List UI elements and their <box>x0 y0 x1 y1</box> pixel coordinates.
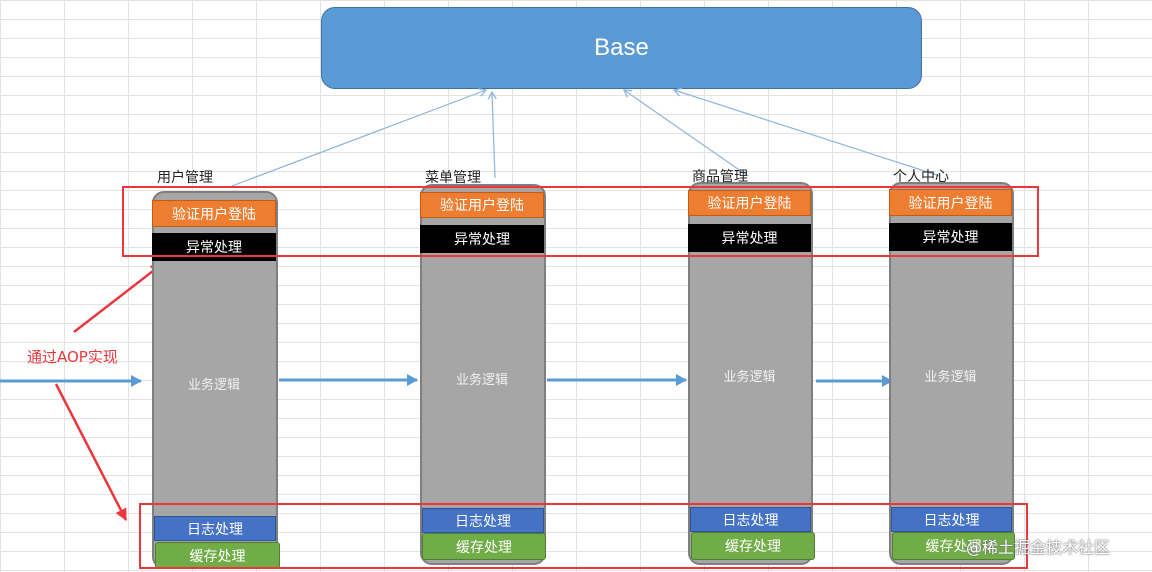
log-bar-product: 日志处理 <box>690 507 811 532</box>
auth-label: 验证用户登陆 <box>908 195 993 212</box>
module-title-user: 用户管理 <box>157 170 213 186</box>
highlight-box-top <box>122 186 1039 257</box>
log-label: 日志处理 <box>187 521 243 538</box>
module-title-profile: 个人中心 <box>893 169 949 185</box>
aop-arrow-down <box>54 383 128 521</box>
log-bar-user: 日志处理 <box>154 516 276 541</box>
highlight-box-bottom <box>139 503 1028 569</box>
cache-bar-product: 缓存处理 <box>691 532 815 560</box>
module-title-product: 商品管理 <box>692 169 748 185</box>
exception-label: 异常处理 <box>721 231 778 247</box>
auth-bar-menu: 验证用户登陆 <box>420 192 544 218</box>
auth-label: 验证用户登陆 <box>707 196 792 212</box>
exception-label: 异常处理 <box>922 230 979 246</box>
cache-label: 缓存处理 <box>456 539 512 556</box>
module-title-menu: 菜单管理 <box>425 170 481 186</box>
exception-label: 异常处理 <box>186 240 242 256</box>
auth-bar-profile: 验证用户登陆 <box>889 189 1012 216</box>
exception-bar-profile: 异常处理 <box>889 223 1012 251</box>
auth-bar-product: 验证用户登陆 <box>688 190 811 216</box>
base-label: Base <box>594 34 649 61</box>
watermark-text: @稀土掘金技术社区 <box>966 538 1111 557</box>
inherit-line-4 <box>672 87 941 177</box>
inherit-line-3 <box>622 89 749 177</box>
business-logic-menu: 业务逻辑 <box>455 373 508 388</box>
base-box: Base <box>321 7 922 89</box>
log-label: 日志处理 <box>722 512 779 529</box>
auth-label: 验证用户登陆 <box>172 206 256 223</box>
inherit-line-1 <box>231 88 488 187</box>
auth-label: 验证用户登陆 <box>440 198 524 214</box>
auth-bar-user: 验证用户登陆 <box>152 200 276 227</box>
business-logic-profile: 业务逻辑 <box>924 370 977 385</box>
cache-label: 缓存处理 <box>925 539 982 555</box>
cache-label: 缓存处理 <box>725 539 781 555</box>
aop-arrow-up <box>73 263 163 333</box>
cache-bar-menu: 缓存处理 <box>422 533 546 560</box>
log-bar-menu: 日志处理 <box>422 508 544 533</box>
cache-label: 缓存处理 <box>189 548 246 565</box>
inherit-line-2 <box>487 90 497 179</box>
log-bar-profile: 日志处理 <box>891 507 1012 532</box>
cache-bar-profile: 缓存处理 <box>892 532 1015 560</box>
exception-label: 异常处理 <box>454 232 510 248</box>
exception-bar-menu: 异常处理 <box>420 225 544 253</box>
business-logic-product: 业务逻辑 <box>723 370 776 385</box>
business-logic-user: 业务逻辑 <box>187 378 240 393</box>
log-label: 日志处理 <box>923 512 980 529</box>
cache-bar-user: 缓存处理 <box>155 542 280 569</box>
log-label: 日志处理 <box>455 513 511 530</box>
aop-annotation-label: 通过AOP实现 <box>27 348 118 366</box>
exception-bar-product: 异常处理 <box>688 224 811 252</box>
